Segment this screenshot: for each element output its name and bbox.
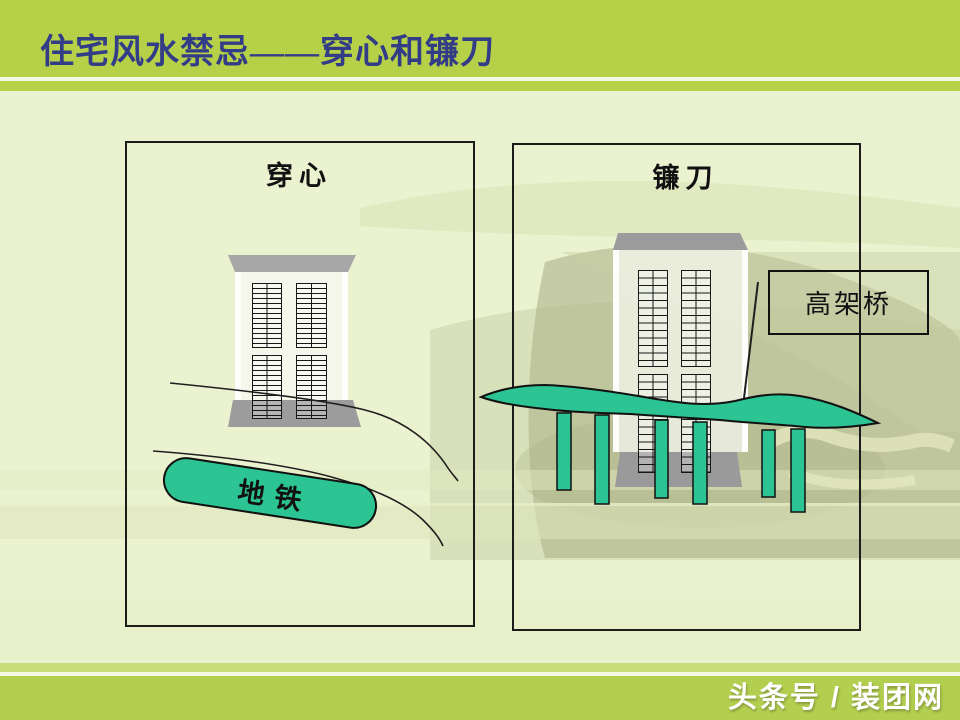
window-grid bbox=[296, 355, 327, 419]
panel-chuanxin bbox=[125, 141, 475, 627]
bridge-callout-box: 高架桥 bbox=[768, 270, 929, 335]
panel-title-liandao: 镰刀 bbox=[652, 163, 719, 193]
window-grid bbox=[296, 283, 327, 348]
watermark-text: 头条号 / 装团网 bbox=[727, 682, 944, 714]
header-sub-band bbox=[0, 81, 960, 91]
subway-label: 地铁 bbox=[235, 475, 314, 517]
header-band bbox=[0, 0, 960, 77]
footer-sub-band bbox=[0, 663, 960, 672]
bridge-callout-label: 高架桥 bbox=[804, 290, 892, 319]
window-grid bbox=[681, 374, 711, 473]
panel-title-chuanxin: 穿心 bbox=[266, 161, 332, 191]
window-grid bbox=[638, 270, 668, 367]
window-grid bbox=[252, 355, 282, 419]
footer-band bbox=[0, 676, 960, 720]
window-grid bbox=[638, 374, 668, 473]
window-grid bbox=[681, 270, 711, 367]
footer-divider-line bbox=[0, 672, 960, 676]
slide-title: 住宅风水禁忌——穿心和镰刀 bbox=[40, 34, 495, 71]
window-grid bbox=[252, 283, 282, 348]
header-divider-line bbox=[0, 77, 960, 81]
